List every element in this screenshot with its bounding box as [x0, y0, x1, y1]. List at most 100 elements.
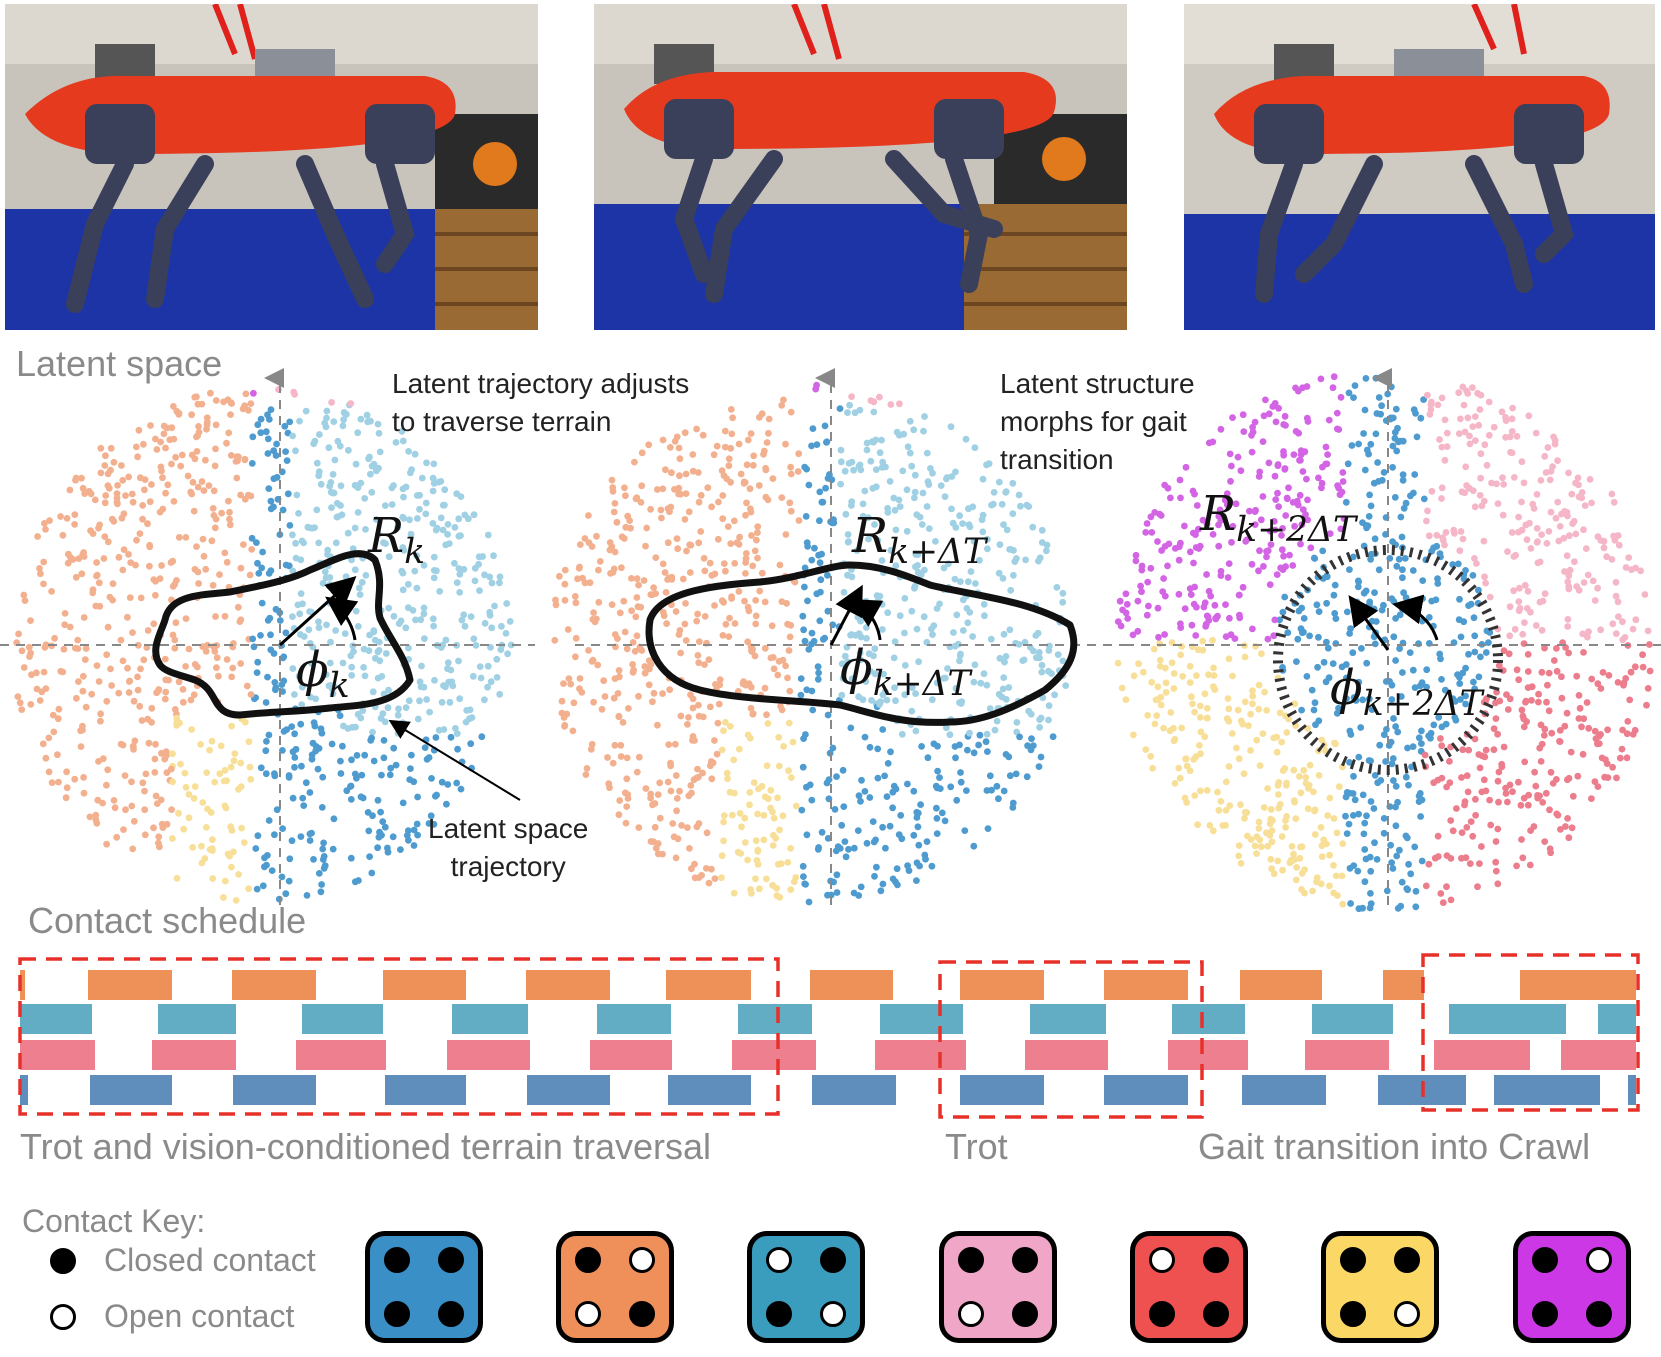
- latent-point: [1434, 401, 1442, 409]
- latent-point: [203, 824, 210, 831]
- contact-bar: [1598, 1004, 1636, 1034]
- latent-point: [1269, 816, 1276, 824]
- latent-point: [1311, 831, 1319, 838]
- latent-point: [128, 490, 136, 498]
- latent-point: [1550, 657, 1558, 664]
- latent-point: [1296, 773, 1303, 780]
- closed-contact-icon: [1203, 1301, 1229, 1327]
- latent-point: [1326, 851, 1333, 859]
- latent-point: [312, 695, 320, 703]
- latent-point: [1469, 423, 1477, 430]
- latent-point: [1521, 619, 1528, 626]
- latent-point: [316, 431, 323, 438]
- latent-point: [1282, 824, 1289, 831]
- latent-point: [1513, 432, 1521, 440]
- latent-point: [1006, 626, 1014, 634]
- latent-point: [722, 620, 730, 628]
- latent-point: [1367, 502, 1375, 510]
- latent-point: [1192, 544, 1200, 551]
- latent-point: [1182, 463, 1190, 471]
- latent-point: [891, 506, 899, 514]
- latent-point: [863, 635, 870, 642]
- latent-point: [1473, 560, 1480, 567]
- latent-point: [951, 642, 959, 650]
- caption-transition: Gait transition into Crawl: [1198, 1126, 1591, 1167]
- latent-point: [971, 661, 979, 669]
- latent-point: [209, 847, 216, 854]
- latent-point: [1525, 412, 1533, 420]
- latent-point: [708, 775, 716, 783]
- latent-point: [711, 875, 719, 882]
- latent-point: [999, 575, 1007, 582]
- latent-point: [1359, 791, 1367, 799]
- latent-point: [61, 621, 69, 629]
- latent-point: [1368, 706, 1376, 713]
- latent-point: [1167, 494, 1174, 502]
- latent-point: [1472, 795, 1479, 803]
- latent-point: [1441, 686, 1449, 694]
- latent-point: [778, 402, 786, 409]
- latent-point: [1464, 788, 1472, 796]
- latent-point: [400, 547, 408, 554]
- latent-point: [170, 498, 178, 505]
- latent-point: [1145, 602, 1152, 610]
- latent-point: [188, 726, 196, 733]
- latent-point: [1537, 758, 1545, 765]
- latent-point: [1548, 729, 1556, 737]
- contact-bar: [880, 1004, 963, 1034]
- latent-point: [71, 521, 78, 528]
- latent-point: [687, 691, 694, 699]
- contact-bar: [233, 1075, 316, 1105]
- latent-point: [561, 596, 569, 604]
- latent-point: [1580, 579, 1588, 586]
- latent-point: [693, 425, 700, 433]
- latent-point: [1502, 784, 1509, 792]
- latent-point: [1285, 484, 1292, 492]
- open-contact-icon: [575, 1301, 601, 1327]
- latent-point: [975, 741, 982, 749]
- latent-point: [1012, 770, 1020, 778]
- latent-point: [1452, 716, 1460, 724]
- latent-point: [1345, 389, 1353, 397]
- latent-point: [615, 667, 623, 674]
- contact-bar: [1312, 1004, 1393, 1034]
- latent-point: [774, 860, 782, 868]
- latent-point: [160, 422, 168, 430]
- latent-point: [1602, 756, 1609, 763]
- latent-point: [1413, 433, 1421, 441]
- latent-point: [1505, 650, 1513, 658]
- latent-point: [472, 642, 480, 649]
- latent-point: [1155, 633, 1162, 641]
- closed-contact-icon: [1012, 1247, 1038, 1273]
- latent-point: [270, 475, 278, 483]
- latent-point: [614, 690, 622, 697]
- latent-point: [867, 457, 875, 465]
- latent-point: [682, 490, 690, 497]
- latent-point: [1179, 672, 1187, 680]
- trajectory-pointer: [388, 719, 521, 801]
- latent-point: [125, 473, 133, 481]
- latent-point: [754, 554, 761, 562]
- latent-point: [1274, 781, 1282, 789]
- latent-point: [199, 643, 207, 651]
- latent-point: [78, 474, 85, 482]
- latent-point: [1359, 904, 1366, 912]
- latent-point: [658, 514, 665, 522]
- latent-point: [14, 693, 22, 700]
- latent-point: [1539, 799, 1547, 806]
- latent-point: [988, 786, 995, 794]
- latent-point: [1471, 735, 1479, 743]
- latent-point: [1276, 616, 1283, 624]
- latent-point: [1405, 860, 1412, 868]
- latent-point: [1193, 502, 1201, 509]
- latent-point: [286, 418, 294, 426]
- latent-point: [216, 571, 223, 578]
- latent-point: [451, 559, 458, 567]
- latent-point: [634, 603, 642, 611]
- latent-point: [420, 561, 428, 569]
- latent-point: [1270, 517, 1278, 525]
- latent-point: [241, 402, 249, 410]
- latent-point: [79, 672, 87, 680]
- latent-point: [1215, 542, 1223, 550]
- latent-point: [887, 748, 894, 756]
